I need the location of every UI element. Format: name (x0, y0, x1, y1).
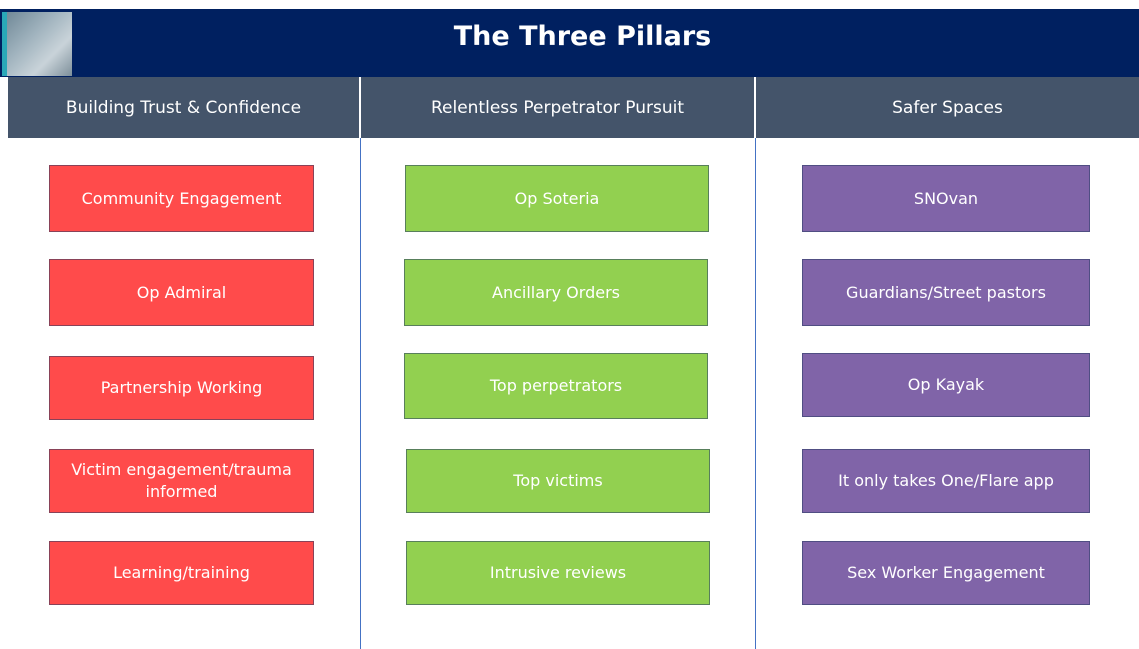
pillar-3-item-sex-worker-engagement: Sex Worker Engagement (802, 541, 1090, 605)
pillar-header-trust: Building Trust & Confidence (8, 77, 359, 138)
pillar-1-item-victim-engagement: Victim engagement/trauma informed (49, 449, 314, 513)
pillar-1-item-partnership-working: Partnership Working (49, 356, 314, 420)
column-divider-2 (755, 138, 756, 649)
vawg-logo (2, 12, 72, 76)
pillar-3-item-snovan: SNOvan (802, 165, 1090, 232)
pillar-1-item-learning-training: Learning/training (49, 541, 314, 605)
pillar-1-item-community-engagement: Community Engagement (49, 165, 314, 232)
pillar-2-item-intrusive-reviews: Intrusive reviews (406, 541, 710, 605)
pillar-3-item-op-kayak: Op Kayak (802, 353, 1090, 417)
pillar-header-pursuit: Relentless Perpetrator Pursuit (361, 77, 754, 138)
pillar-2-item-top-victims: Top victims (406, 449, 710, 513)
pillar-header-safer-spaces: Safer Spaces (756, 77, 1139, 138)
pillar-1-item-op-admiral: Op Admiral (49, 259, 314, 326)
title-bar: The Three Pillars (0, 9, 1139, 77)
pillar-3-item-guardians-street-pastors: Guardians/Street pastors (802, 259, 1090, 326)
column-divider-1 (360, 138, 361, 649)
pillar-2-item-ancillary-orders: Ancillary Orders (404, 259, 708, 326)
pillar-3-item-it-only-takes-one: It only takes One/Flare app (802, 449, 1090, 513)
pillar-2-item-op-soteria: Op Soteria (405, 165, 709, 232)
page-title: The Three Pillars (453, 21, 712, 52)
logo-stripe (2, 12, 7, 76)
pillar-2-item-top-perpetrators: Top perpetrators (404, 353, 708, 419)
